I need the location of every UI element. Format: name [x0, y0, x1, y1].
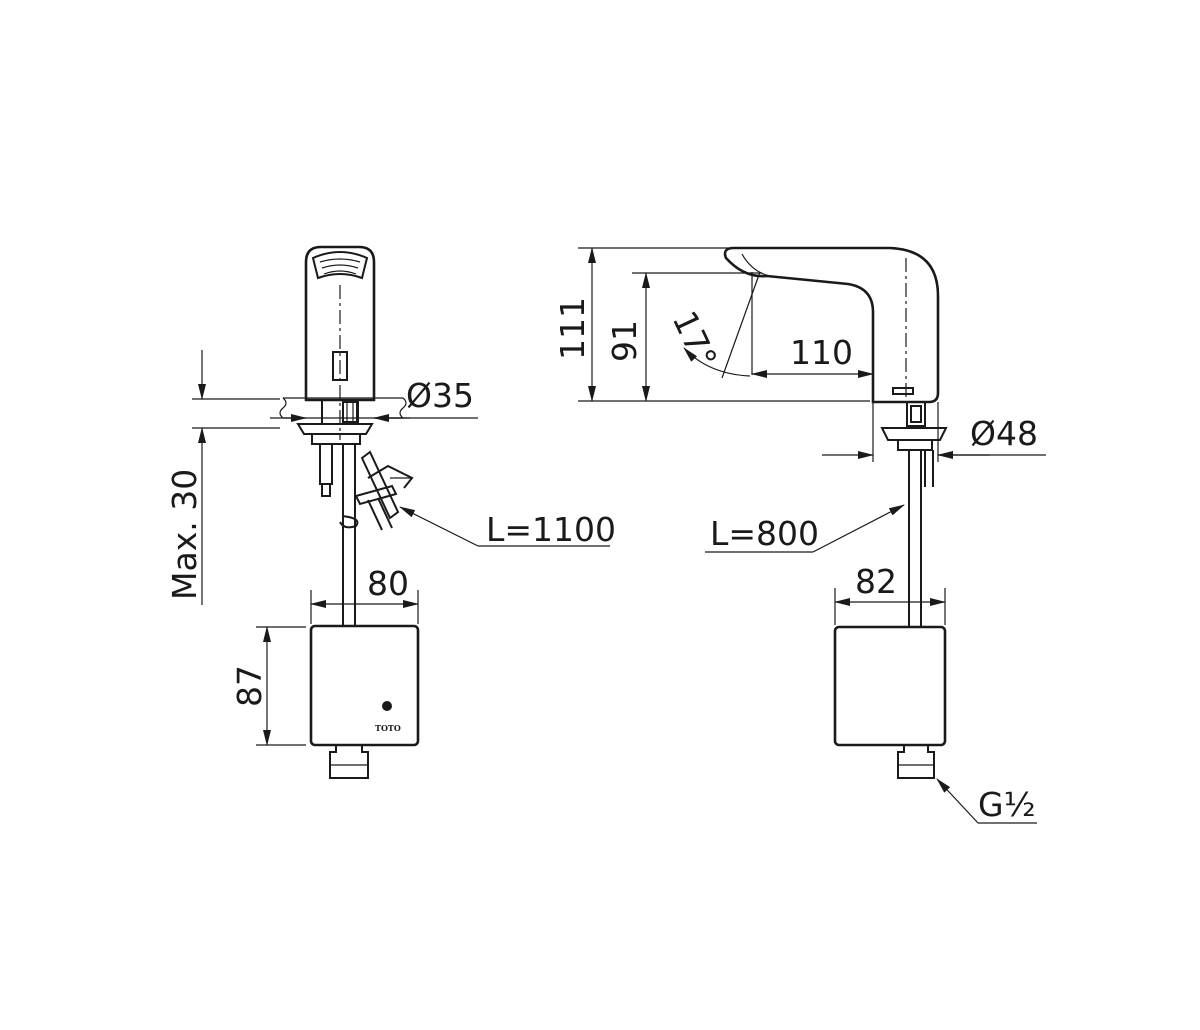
thread-g-half-label: G½: [978, 785, 1036, 824]
h-111-label: 111: [553, 297, 592, 360]
dia-35-label: Ø35: [406, 376, 474, 415]
w-80-label: 80: [367, 564, 409, 603]
front-brand-logo: TOTO: [375, 723, 401, 733]
side-view: [723, 246, 948, 779]
front-faucet-body: [304, 245, 376, 402]
front-bottom-connector: [329, 744, 369, 779]
side-faucet-body: [723, 246, 940, 404]
front-sensor-window: [311, 251, 369, 280]
angle-17-label: 17°: [665, 305, 725, 375]
front-view: TOTO: [279, 245, 420, 779]
h-91-label: 91: [605, 320, 644, 362]
front-control-box: [309, 624, 420, 747]
reach-110-label: 110: [790, 333, 853, 372]
w-82-label: 82: [855, 562, 897, 601]
front-sensor-led: [332, 351, 348, 381]
max-30-label: Max. 30: [165, 469, 204, 600]
l-800-label: L=800: [710, 514, 819, 553]
l-1100-label: L=1100: [486, 510, 616, 549]
side-bottom-connector: [897, 744, 935, 779]
side-dimensions: 111 91 17° 110 Ø48 L=800 82 G½: [553, 247, 1046, 824]
dia-48-label: Ø48: [970, 414, 1038, 453]
front-indicator-dot: [382, 701, 392, 711]
side-control-box: [833, 625, 947, 747]
h-87-label: 87: [230, 665, 269, 707]
front-dimensions: Max. 30 Ø35 L=1100 80 87: [165, 350, 616, 746]
